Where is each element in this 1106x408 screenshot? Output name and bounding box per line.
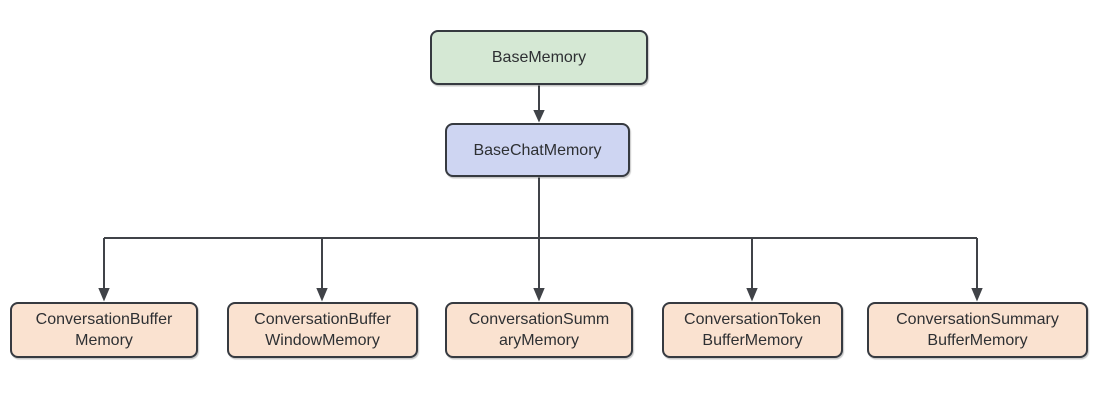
node-basechatmemory: BaseChatMemory (445, 123, 630, 177)
node-conversationbufferwindowmemory-label-line2: WindowMemory (265, 332, 380, 349)
node-conversationsummarymemory: ConversationSumm aryMemory (445, 302, 633, 358)
node-basememory: BaseMemory (430, 30, 648, 85)
arrowhead-conversationbufferwindowmemory (316, 288, 328, 302)
arrowhead-conversationtokenbuffermemory (746, 288, 758, 302)
node-conversationbuffermemory-label-line2: Memory (75, 332, 133, 349)
node-basechatmemory-label: BaseChatMemory (473, 141, 602, 159)
node-conversationtokenbuffermemory-label-line2: BufferMemory (702, 332, 803, 349)
node-conversationtokenbuffermemory-label-line1: ConversationToken (684, 311, 821, 328)
arrowhead-conversationbuffermemory (98, 288, 110, 302)
node-conversationbuffermemory-label-line1: ConversationBuffer (35, 311, 173, 328)
node-conversationsummarymemory-label-line2: aryMemory (498, 332, 579, 349)
node-conversationsummarybuffermemory: ConversationSummary BufferMemory (867, 302, 1088, 358)
node-conversationsummarybuffermemory-label-line1: ConversationSummary (896, 311, 1059, 328)
node-conversationbuffermemory: ConversationBuffer Memory (10, 302, 198, 358)
node-conversationbufferwindowmemory: ConversationBuffer WindowMemory (227, 302, 418, 358)
node-basememory-label: BaseMemory (491, 49, 587, 66)
arrowhead-conversationsummarybuffermemory (971, 288, 983, 302)
node-conversationsummarybuffermemory-label-line2: BufferMemory (927, 332, 1028, 349)
arrowhead-basechatmemory (533, 110, 545, 123)
arrowhead-conversationsummarymemory (533, 288, 545, 302)
node-conversationtokenbuffermemory: ConversationToken BufferMemory (662, 302, 843, 358)
node-conversationsummarymemory-label-line1: ConversationSumm (468, 311, 610, 328)
node-conversationbufferwindowmemory-label-line1: ConversationBuffer (254, 311, 391, 328)
